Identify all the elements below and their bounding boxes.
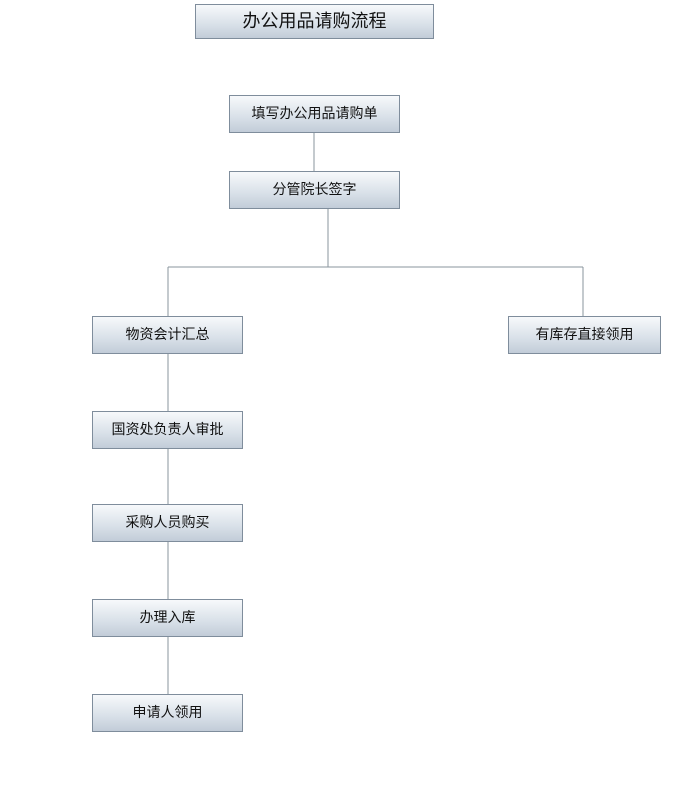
step-fill-request-form: 填写办公用品请购单 (229, 95, 400, 133)
step-purchaser-buys-label: 采购人员购买 (125, 515, 210, 531)
step-warehouse-entry-label: 办理入库 (139, 610, 196, 626)
step-applicant-collects: 申请人领用 (92, 694, 243, 732)
step-applicant-collects-label: 申请人领用 (132, 705, 203, 721)
step-purchaser-buys: 采购人员购买 (92, 504, 243, 542)
diagram-title: 办公用品请购流程 (195, 4, 434, 39)
step-warehouse-entry: 办理入库 (92, 599, 243, 637)
step-asset-office-approval: 国资处负责人审批 (92, 411, 243, 449)
diagram-title-text: 办公用品请购流程 (242, 10, 387, 32)
step-direct-collect-from-stock: 有库存直接领用 (508, 316, 661, 354)
step-fill-request-form-label: 填写办公用品请购单 (251, 106, 378, 122)
step-dean-signature-label: 分管院长签字 (272, 182, 357, 198)
step-direct-collect-from-stock-label: 有库存直接领用 (535, 327, 634, 343)
step-material-accountant-summary: 物资会计汇总 (92, 316, 243, 354)
step-asset-office-approval-label: 国资处负责人审批 (111, 422, 224, 438)
step-material-accountant-summary-label: 物资会计汇总 (125, 327, 210, 343)
step-dean-signature: 分管院长签字 (229, 171, 400, 209)
